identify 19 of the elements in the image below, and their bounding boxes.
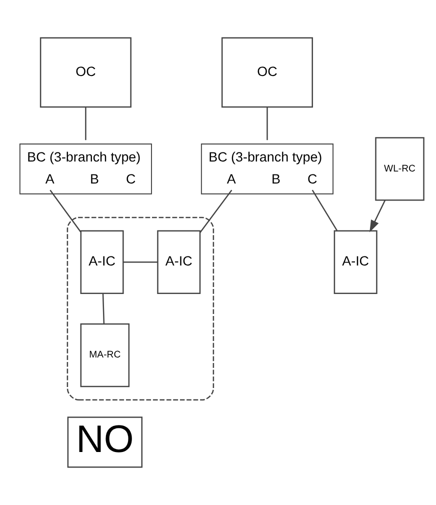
- node-box: A-IC: [80, 230, 124, 294]
- connector: [50, 190, 82, 232]
- node-box: NO: [67, 416, 142, 468]
- connector: [123, 261, 158, 263]
- node-box: A-IC: [157, 230, 201, 294]
- connector: [200, 190, 232, 234]
- node-box: OC: [40, 37, 132, 108]
- connector: [312, 190, 338, 231]
- cluster: [66, 216, 214, 401]
- node-box: OC: [221, 37, 313, 108]
- node-box: A-IC: [334, 230, 378, 294]
- connector: [102, 293, 105, 324]
- connector: [85, 107, 86, 140]
- node-box: BC (3-branch type) A B C: [19, 144, 152, 194]
- node-box: BC (3-branch type) A B C: [200, 144, 334, 194]
- node-box: MA-RC: [80, 323, 130, 388]
- connector: [266, 107, 268, 140]
- node-box: WL-RC: [375, 137, 424, 201]
- arrow: [370, 200, 386, 232]
